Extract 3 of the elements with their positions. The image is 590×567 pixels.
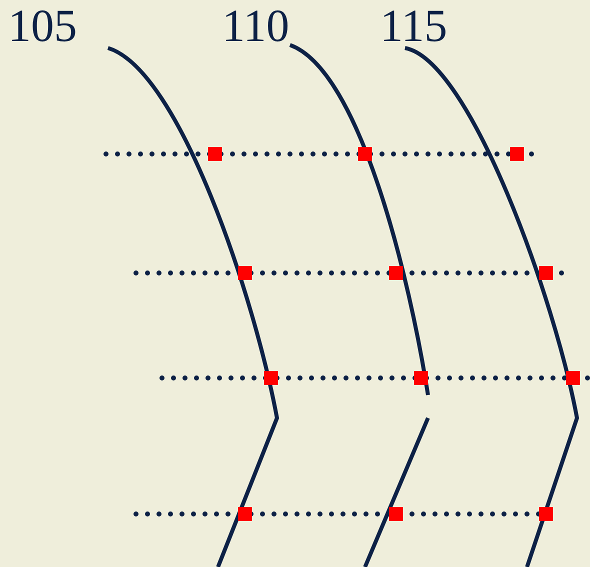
curve-label: 115 — [380, 0, 448, 52]
curve-label: 110 — [222, 0, 290, 52]
curve-label: 105 — [8, 0, 77, 52]
